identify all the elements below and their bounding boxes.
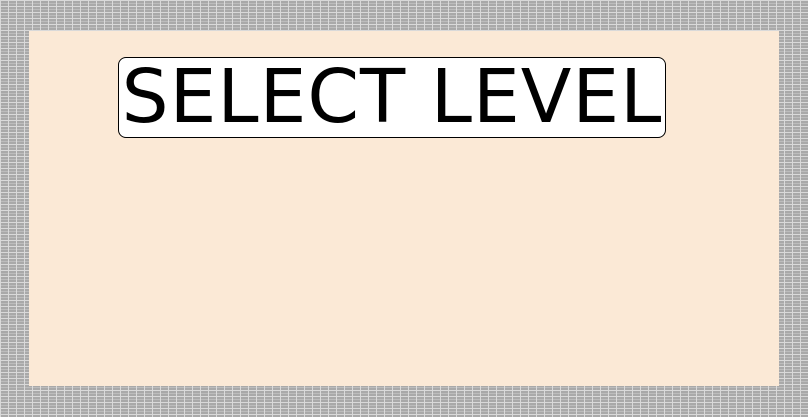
screen-title: SELECT LEVEL <box>121 53 663 140</box>
title-banner: SELECT LEVEL <box>118 57 666 138</box>
